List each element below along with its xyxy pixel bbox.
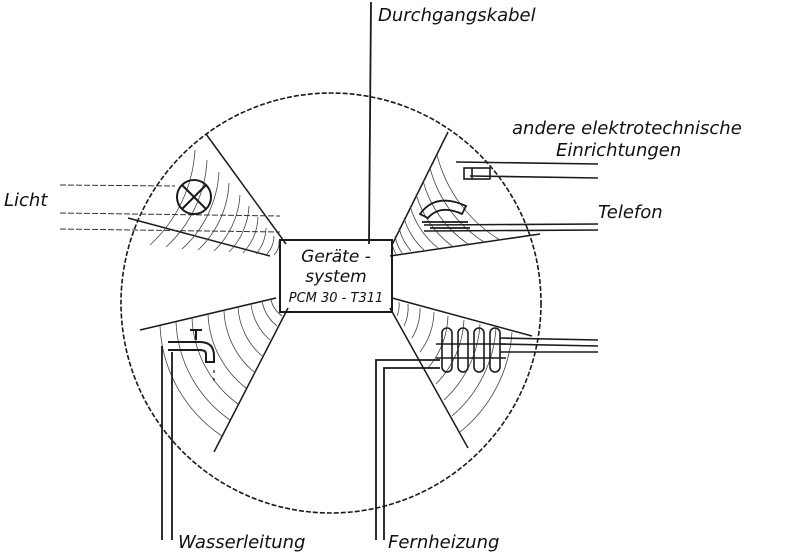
label-fernheizung: Fernheizung xyxy=(388,532,499,553)
outer-circle xyxy=(120,92,542,514)
fernheizung-pipe xyxy=(375,359,440,540)
center-device-box: Geräte - system PCM 30 - T311 xyxy=(279,239,393,313)
radiator-pipes xyxy=(499,337,599,353)
hatch-bottom-left xyxy=(159,299,283,437)
label-telefon: Telefon xyxy=(598,202,663,223)
hatch-bottom-right xyxy=(396,301,513,433)
hatch-top-left xyxy=(149,149,280,256)
telephone-icon xyxy=(418,199,470,229)
telefon-lines xyxy=(423,223,599,232)
lamp-icon xyxy=(176,179,212,215)
label-licht: Licht xyxy=(4,190,48,211)
center-line-3: PCM 30 - T311 xyxy=(289,291,384,306)
label-wasserleitung: Wasserleitung xyxy=(178,532,305,553)
andere-lines xyxy=(455,161,599,179)
radiator-icon xyxy=(436,327,506,373)
center-line-2: system xyxy=(305,267,366,287)
device-box-icon xyxy=(463,167,491,180)
water-tap-icon xyxy=(168,329,215,381)
licht-lines xyxy=(59,184,281,233)
label-durchgangskabel: Durchgangskabel xyxy=(378,5,536,26)
center-line-1: Geräte - xyxy=(301,247,371,267)
hatch-top-right xyxy=(391,154,501,255)
label-andere-line2: Einrichtungen xyxy=(556,140,681,161)
label-andere-line1: andere elektrotechnische xyxy=(512,118,742,139)
wasser-pipe xyxy=(161,346,173,540)
durchgangskabel-line xyxy=(368,1,372,245)
